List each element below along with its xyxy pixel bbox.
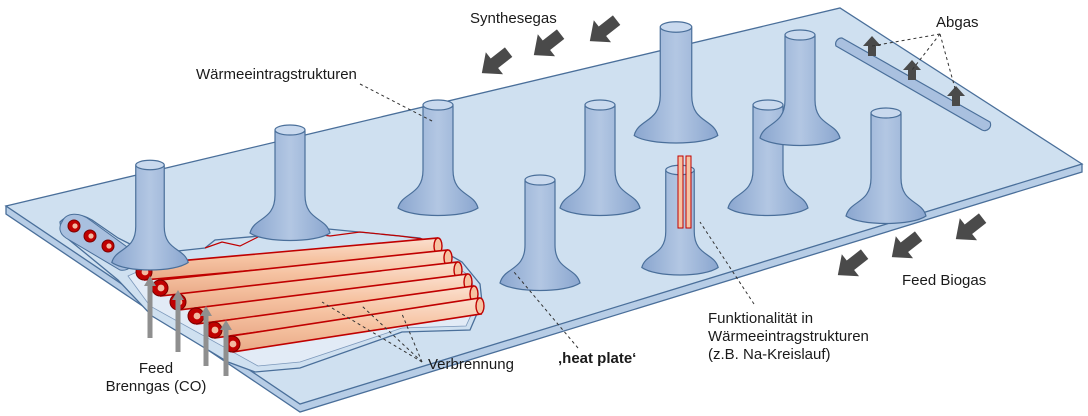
tube-end <box>101 239 115 253</box>
label-feed-biogas: Feed Biogas <box>902 272 987 289</box>
heat-input-structure <box>633 21 719 144</box>
heat-input-structure <box>559 99 641 217</box>
label-funktionalitaet-line3: (z.B. Na-Kreislauf) <box>708 346 831 363</box>
label-synthesegas: Synthesegas <box>470 10 557 27</box>
heat-input-structure <box>727 99 809 217</box>
feed-pipe <box>144 276 156 338</box>
abgas-arrow <box>947 86 965 106</box>
label-abgas: Abgas <box>936 14 979 31</box>
feed-biogas-arrow <box>891 231 923 259</box>
feed-pipe <box>200 306 212 366</box>
leader-verbrennung-2 <box>361 305 423 363</box>
flow-arrows <box>481 15 987 277</box>
label-feed-brenngas: Feed Brenngas (CO) <box>86 360 226 396</box>
heat-input-structure <box>249 124 331 242</box>
synthesegas-arrow <box>589 15 621 43</box>
leader-lines <box>321 33 957 363</box>
label-funktionalitaet: Funktionalität in Wärmeeintragstrukturen… <box>708 310 869 364</box>
label-feed-brenngas-line1: Feed <box>138 360 174 377</box>
label-feed-brenngas-line2: Brenngas (CO) <box>105 378 207 395</box>
label-waermeeintragstrukturen: Wärmeeintragstrukturen <box>196 66 357 83</box>
label-funktionalitaet-line1: Funktionalität in <box>708 310 814 327</box>
feed-biogas-arrow <box>955 213 987 241</box>
structure-inner-rods <box>677 155 692 229</box>
heat-input-structure <box>499 174 581 292</box>
synthesegas-arrow <box>533 29 565 57</box>
exhaust-slot <box>835 37 992 132</box>
feed-pipe <box>172 290 184 352</box>
heat-input-structure <box>759 29 841 147</box>
heat-input-structure <box>397 99 479 217</box>
leader-heat-plate <box>513 271 579 349</box>
label-verbrennung: Verbrennung <box>428 356 514 373</box>
leader-verbrennung-3 <box>401 313 423 363</box>
synthesegas-arrow <box>481 47 513 75</box>
label-funktionalitaet-line2: Wärmeeintragstrukturen <box>708 328 869 345</box>
combustion-tube <box>187 273 473 325</box>
leader-verbrennung-1 <box>321 301 423 363</box>
abgas-arrow <box>863 36 881 56</box>
combustion-tube <box>223 297 485 353</box>
leader-abgas-2 <box>911 33 941 71</box>
tube-end <box>67 219 81 233</box>
waermeeintrag-structures <box>111 21 927 292</box>
leader-funktionalitaet <box>699 221 755 305</box>
tube-end <box>83 229 97 243</box>
heat-input-structure <box>111 159 189 271</box>
heat-input-structure <box>845 107 927 225</box>
feed-pipe <box>220 320 232 376</box>
leader-waermeeintrag <box>359 83 435 123</box>
feed-brenngas-pipes <box>144 276 232 376</box>
label-heat-plate: ‚heat plate‘ <box>558 350 637 367</box>
leader-abgas-3 <box>939 33 957 93</box>
feed-biogas-arrow <box>837 249 869 277</box>
